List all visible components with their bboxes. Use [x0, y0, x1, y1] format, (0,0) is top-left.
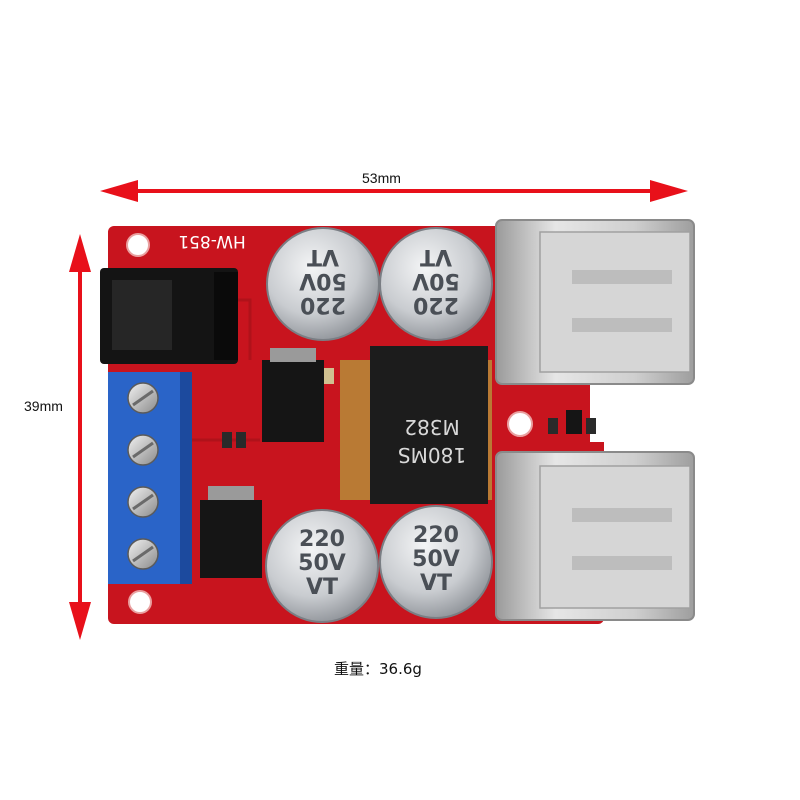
capacitor: 220 50V VT [266, 227, 380, 341]
capacitor-voltage: 50V [412, 268, 460, 293]
terminal-screw [127, 538, 159, 570]
capacitor-series: VT [420, 244, 452, 269]
capacitor-value: 220 [300, 292, 346, 317]
capacitor-series: VT [420, 571, 452, 596]
smd-components [222, 368, 596, 448]
capacitor-series: VT [307, 244, 339, 269]
width-dimension-label: 53mm [362, 170, 401, 186]
inductor-code-1: 180MS [398, 443, 466, 467]
width-dimension-arrow [100, 180, 688, 202]
dc-barrel-jack [100, 268, 238, 364]
screw-terminal-block [108, 372, 192, 584]
regulator-chip [262, 348, 324, 442]
weight-value: 36.6g [379, 660, 422, 678]
capacitor-voltage: 50V [298, 551, 346, 576]
capacitor-value: 220 [413, 523, 459, 548]
capacitor: 220 50V VT [265, 509, 379, 623]
weight-label: 重量： [334, 660, 380, 678]
capacitor: 220 50V VT [379, 505, 493, 619]
inductor: 180MS M382 [340, 346, 492, 504]
height-dimension-arrow [69, 234, 91, 640]
capacitor-voltage: 50V [412, 547, 460, 572]
weight-caption: 重量：36.6g [334, 658, 422, 679]
usb-port [495, 451, 695, 621]
capacitor: 220 50V VT [379, 227, 493, 341]
regulator-chip [200, 486, 262, 578]
capacitor-series: VT [306, 575, 338, 600]
terminal-screw [127, 434, 159, 466]
terminal-screw [127, 382, 159, 414]
board-silkscreen-label: HW-851 [178, 231, 246, 251]
terminal-screw [127, 486, 159, 518]
capacitor-value: 220 [299, 527, 345, 552]
usb-port [495, 219, 695, 385]
capacitor-value: 220 [413, 292, 459, 317]
capacitor-voltage: 50V [299, 268, 347, 293]
inductor-code-2: M382 [404, 415, 459, 439]
height-dimension-label: 39mm [24, 398, 63, 414]
